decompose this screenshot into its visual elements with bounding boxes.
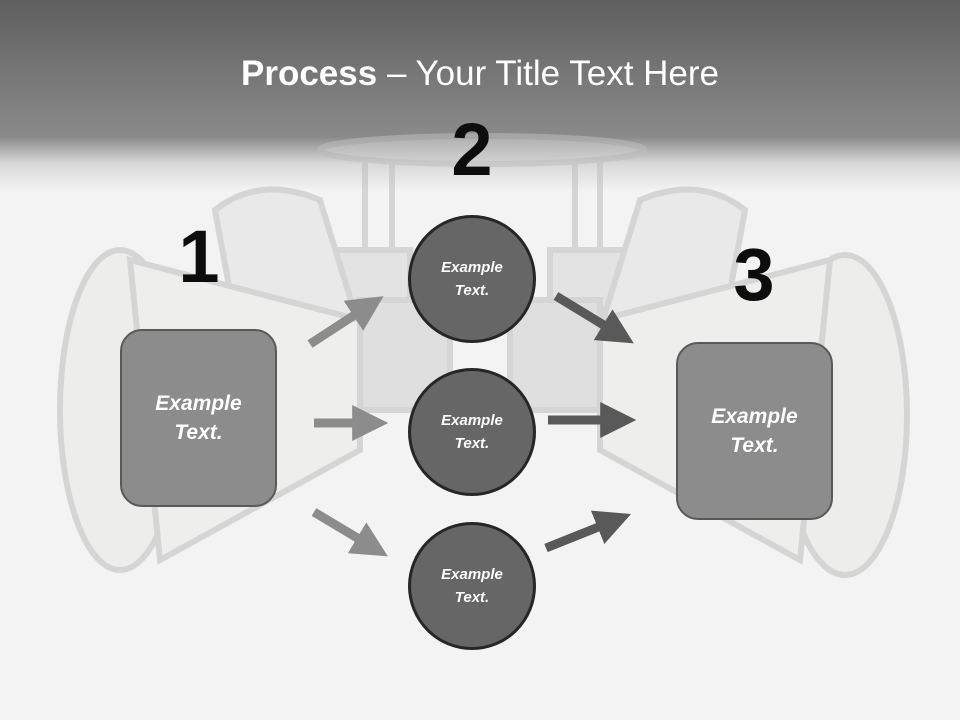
step-number-1: 1 (178, 215, 220, 298)
step-box-3: Example Text. (676, 342, 833, 520)
step-circle-3: Example Text. (408, 522, 536, 650)
step-circle-3-text: Example Text. (441, 566, 503, 606)
step-box-1: Example Text. (120, 329, 277, 507)
step-box-1-text: Example Text. (155, 392, 242, 444)
slide-title: Process – Your Title Text Here (0, 52, 960, 96)
step-number-3: 3 (733, 233, 775, 316)
arrow-box1-to-circle1 (307, 296, 384, 348)
step-circle-1: Example Text. (408, 215, 536, 343)
step-box-3-text: Example Text. (711, 405, 798, 457)
arrow-circle3-to-box3 (544, 510, 632, 553)
step-number-2: 2 (451, 108, 493, 191)
title-dash: – (377, 54, 416, 93)
title-bold: Process (241, 54, 378, 93)
step-circle-1-text: Example Text. (441, 259, 503, 299)
arrow-box1-to-circle3 (311, 508, 388, 557)
arrow-circle1-to-box3 (553, 292, 634, 344)
step-circle-2-text: Example Text. (441, 412, 503, 452)
title-rest: Your Title Text Here (415, 54, 720, 93)
step-circle-2: Example Text. (408, 368, 536, 496)
